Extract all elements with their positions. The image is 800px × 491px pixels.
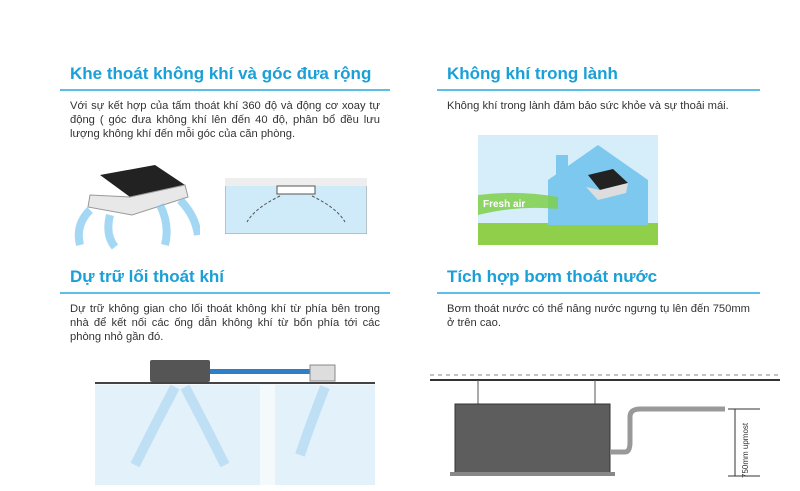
section-body: Với sự kết hợp của tấm thoát khí 360 độ … <box>70 100 380 140</box>
section-title: Dự trữ lối thoát khí <box>70 267 225 286</box>
section-body: Dự trữ không gian cho lối thoát không kh… <box>70 303 380 343</box>
cassette-unit-image <box>74 165 200 250</box>
section-body: Không khí trong lành đảm bảo sức khỏe và… <box>447 100 729 112</box>
divider <box>60 292 390 294</box>
section-fresh-air: Không khí trong lành Không khí trong làn… <box>437 62 760 113</box>
section-title: Không khí trong lành <box>447 64 618 83</box>
divider <box>437 89 760 91</box>
airflow-diagram <box>225 178 367 234</box>
section-body: Bơm thoát nước có thể nâng nước ngưng tụ… <box>447 303 750 329</box>
duct-outlet-diagram <box>95 360 375 485</box>
fresh-air-label: Fresh air <box>483 199 525 210</box>
divider <box>60 89 390 91</box>
section-title: Khe thoát không khí và góc đưa rộng <box>70 64 372 83</box>
section-air-outlet: Khe thoát không khí và góc đưa rộng Với … <box>60 62 390 141</box>
divider <box>437 292 760 294</box>
height-label: 750mm upmost <box>741 422 750 478</box>
section-drain-pump: Tích hợp bơm thoát nước Bơm thoát nước c… <box>437 265 760 330</box>
fresh-air-house-image: Fresh air <box>478 135 658 245</box>
section-title: Tích hợp bơm thoát nước <box>447 267 658 286</box>
section-duct-reserve: Dự trữ lối thoát khí Dự trữ không gian c… <box>60 265 390 344</box>
drain-pump-diagram: 750mm upmost <box>430 374 780 478</box>
